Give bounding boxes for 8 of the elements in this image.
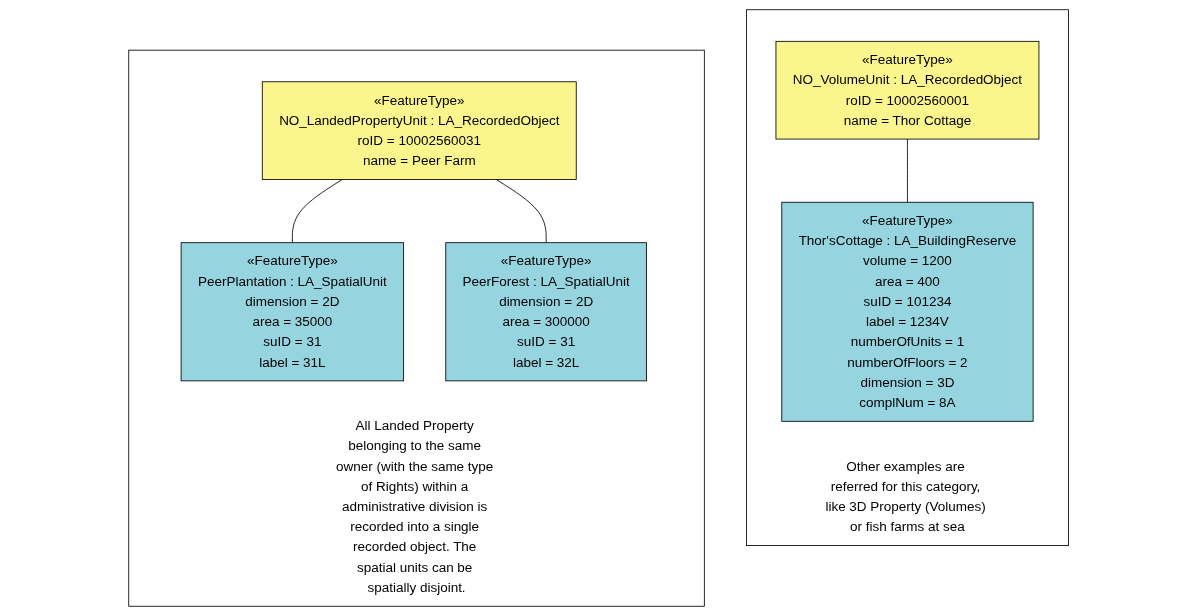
- node-box: «FeatureType» NO_VolumeUnit : LA_RecordedObject roID = 10002560001 name = Thor Cottage: [775, 40, 1040, 140]
- connector: [907, 138, 909, 203]
- node-box: «FeatureType» NO_LandedPropertyUnit : LA_RecordedObject roID = 10002560031 name = Peer Farm: [262, 81, 578, 180]
- connector: [496, 179, 547, 244]
- connector: [292, 179, 344, 244]
- node-box: «FeatureType» PeerPlantation : LA_SpatialUnit dimension = 2D area = 35000 suID = 31 label = 31L: [181, 242, 405, 382]
- node-box: «FeatureType» PeerForest : LA_SpatialUnit dimension = 2D area = 300000 suID = 31 label = 32L: [445, 242, 648, 382]
- node-box: «FeatureType» Thor'sCottage : LA_BuildingReserve volume = 1200 area = 400 suID = 101234 label = 1234V numberOfUnits = 1 numberOfFloors = 2 dimension = 3D complNum = 8A: [781, 201, 1034, 422]
